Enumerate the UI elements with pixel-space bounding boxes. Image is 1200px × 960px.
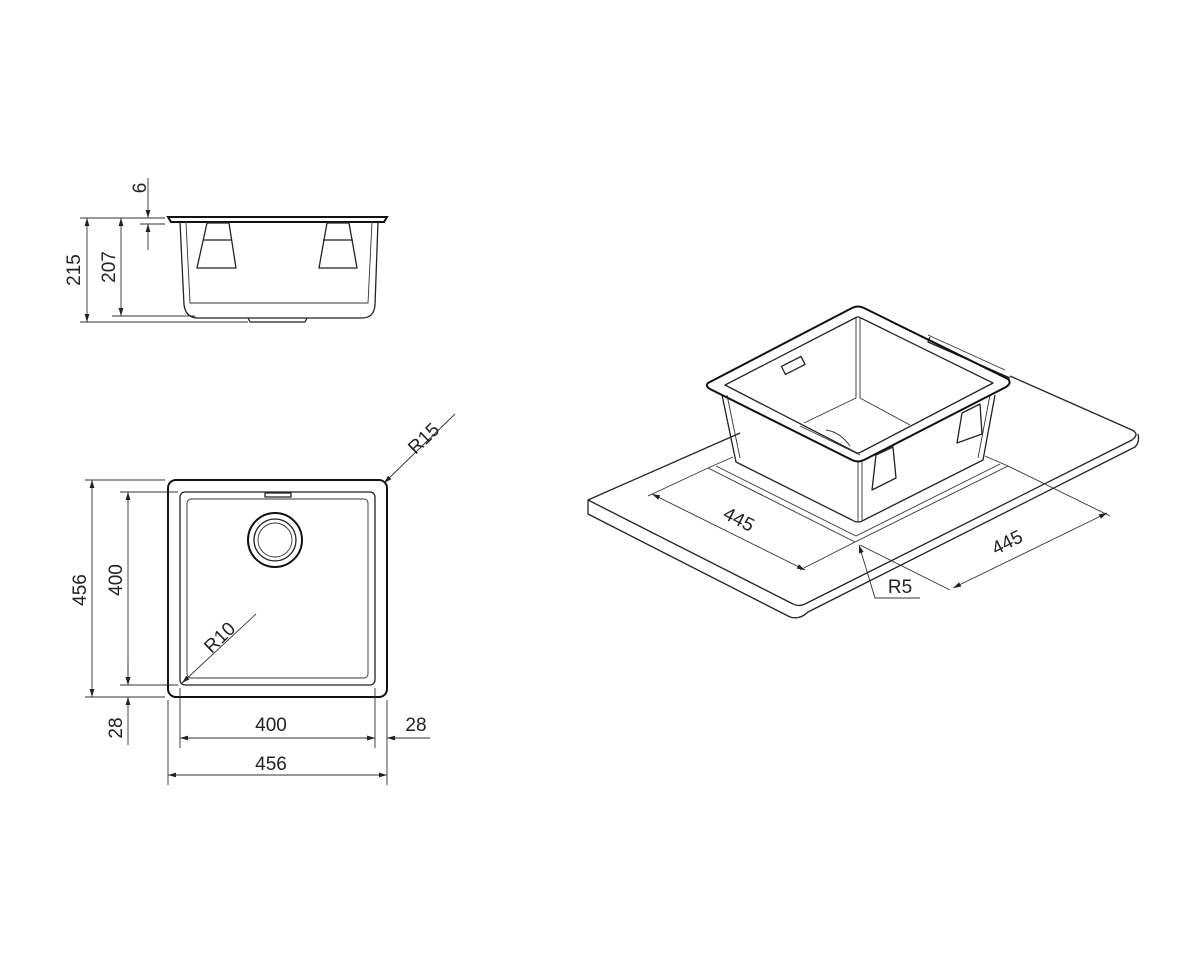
sink-inner-wall [185, 221, 373, 304]
cutout-width-label: 445 [720, 504, 758, 537]
cutout-radius-label: R5 [888, 577, 912, 598]
iso-sink-rim [705, 305, 1011, 463]
dim-400-horizontal-label: 400 [255, 715, 287, 736]
drain-inner [257, 522, 293, 558]
sink-body-outline [179, 221, 379, 319]
drain-outer [247, 512, 303, 568]
sink-bowl-edge [179, 491, 376, 686]
dim-6-label: 6 [130, 183, 151, 194]
drain-middle [253, 518, 297, 562]
dim-28-vertical-label: 28 [106, 717, 127, 738]
iso-drain [825, 429, 851, 447]
dim-207-label: 207 [99, 251, 120, 283]
radius-r15-label: R15 [404, 419, 444, 458]
countertop-front-edge [587, 433, 1140, 619]
top-view: 456 400 28 400 28 456 R15 R10 [70, 413, 456, 785]
dim-28-horizontal-label: 28 [405, 715, 426, 736]
dim-456-vertical-label: 456 [70, 574, 91, 606]
sink-bowl-floor [186, 498, 369, 679]
dim-456-horizontal-label: 456 [255, 754, 287, 775]
iso-sink-inner-walls [799, 318, 911, 456]
countertop-back-piece [927, 334, 1006, 371]
side-view: 215 207 6 [64, 178, 389, 323]
drain-outlet [247, 317, 308, 323]
dim-400-vertical-label: 400 [106, 564, 127, 596]
iso-bracket-left [871, 446, 897, 491]
radius-r10-label: R10 [200, 618, 240, 657]
iso-sink-inner-rim [724, 316, 994, 454]
mounting-bracket-left [196, 222, 237, 269]
sink-outer-flange [167, 479, 388, 698]
iso-bracket-right [956, 403, 983, 444]
isometric-view: 445 445 R5 [587, 305, 1140, 619]
sink-rim [166, 216, 389, 223]
iso-overflow-slot [780, 355, 806, 376]
overflow-slot [264, 492, 292, 498]
mounting-bracket-right [318, 222, 358, 269]
dim-215-label: 215 [64, 254, 85, 286]
